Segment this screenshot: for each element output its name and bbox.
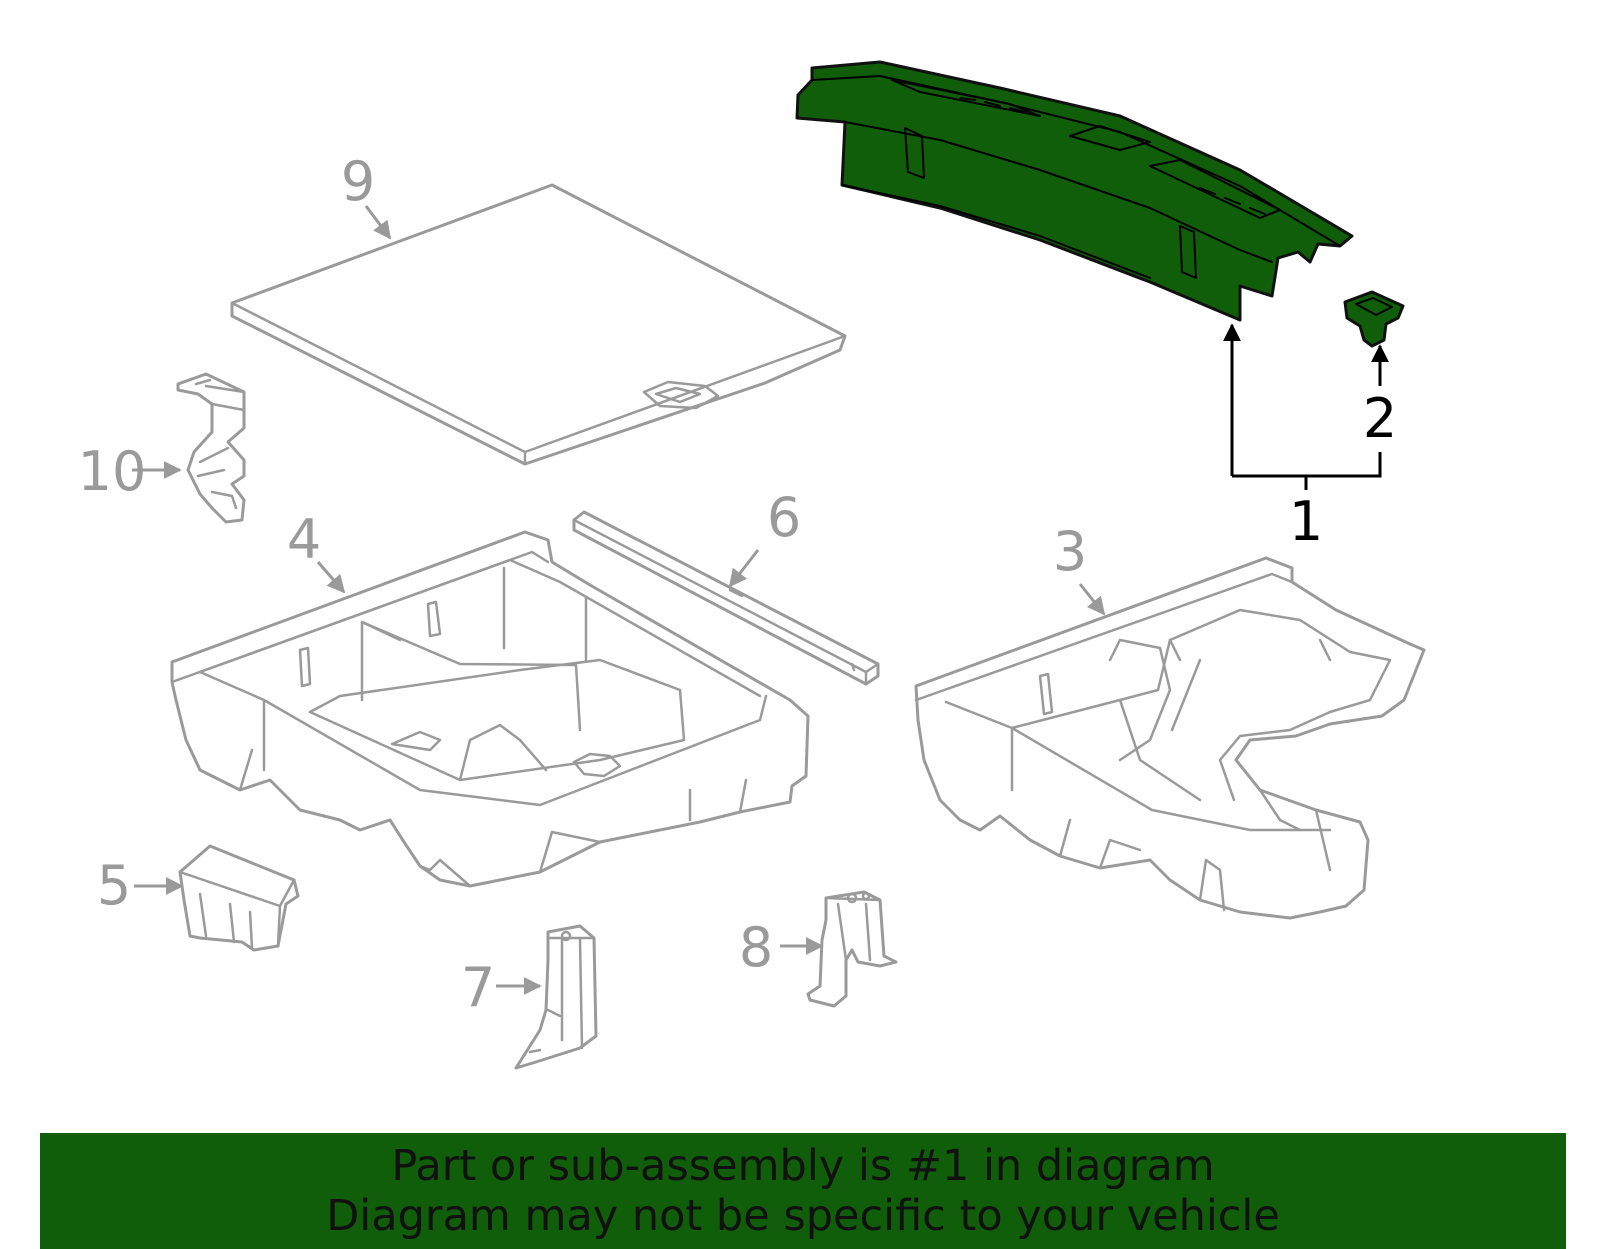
part-2-clip[interactable]	[1343, 290, 1405, 348]
part-5-wedge-block[interactable]	[178, 844, 300, 952]
callout-7: 7	[461, 956, 495, 1019]
callout-3: 3	[1053, 520, 1087, 583]
info-banner: Part or sub-assembly is #1 in diagram Di…	[40, 1133, 1566, 1249]
part-4-left-tray[interactable]	[170, 530, 810, 888]
callout-10: 10	[78, 440, 147, 503]
callout-8: 8	[739, 916, 773, 979]
callout-1: 1	[1289, 490, 1323, 553]
banner-line-1: Part or sub-assembly is #1 in diagram	[391, 1141, 1215, 1191]
banner-line-2: Diagram may not be specific to your vehi…	[326, 1191, 1280, 1241]
callout-5: 5	[97, 854, 131, 917]
callout-4: 4	[287, 508, 321, 571]
part-10-bracket[interactable]	[176, 372, 246, 524]
callout-1-bracket-lines	[1223, 323, 1389, 490]
callout-6: 6	[767, 486, 801, 549]
part-6-rail[interactable]	[572, 510, 880, 686]
part-1-package-shelf[interactable]	[795, 60, 1354, 322]
part-9-floor-panel[interactable]	[230, 183, 847, 466]
part-7-tall-bracket[interactable]	[514, 924, 598, 1070]
part-8-stand-bracket[interactable]	[806, 890, 898, 1008]
callout-2: 2	[1363, 387, 1397, 450]
part-3-right-tray[interactable]	[914, 556, 1426, 920]
callout-9: 9	[341, 150, 375, 213]
leader-lines	[132, 205, 1106, 995]
